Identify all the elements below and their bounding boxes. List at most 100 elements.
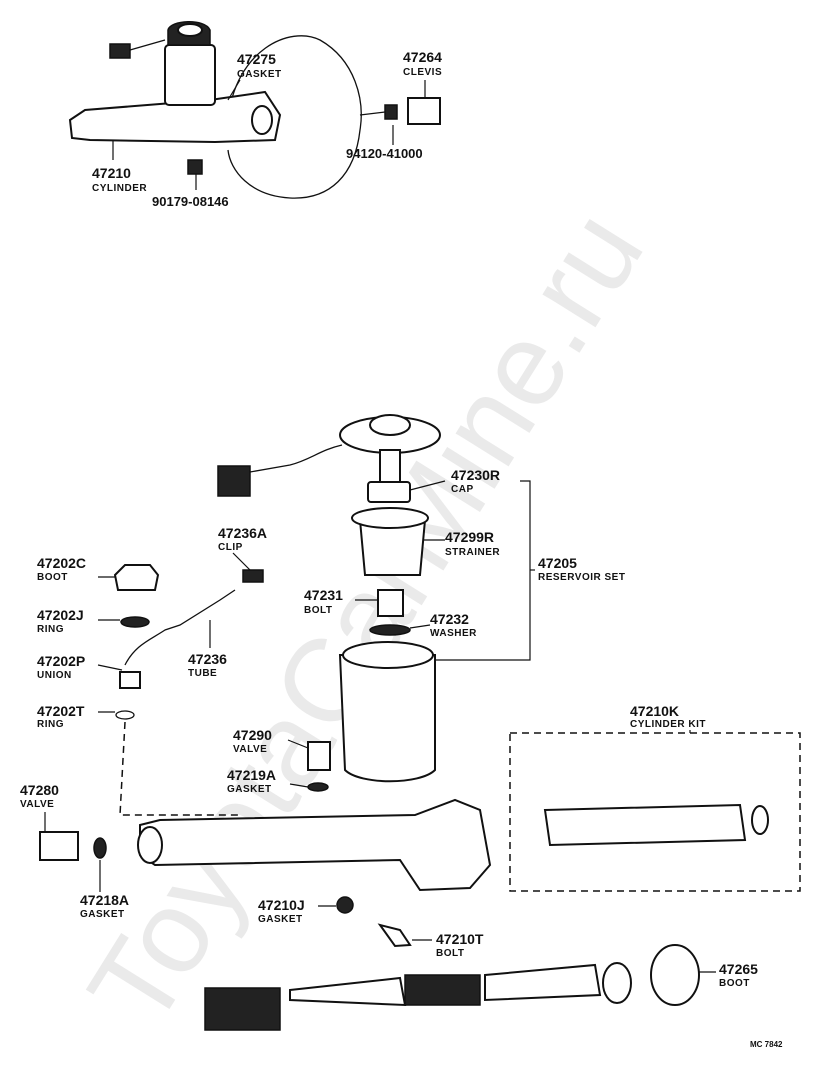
- label-47218A-name: GASKET: [80, 909, 125, 920]
- label-47275-name: GASKET: [237, 69, 282, 80]
- cap-body: [367, 481, 411, 503]
- bottom-assembly: 47230R CAP 47299R STRAINER 47205 RESERVO…: [20, 414, 801, 1031]
- label-47210-num: 47210: [92, 165, 131, 181]
- cylinder-kit-box: [509, 732, 801, 892]
- valve-280-shape: [39, 831, 79, 861]
- label-47232-name: WASHER: [430, 628, 477, 639]
- ring-j-shape: [120, 616, 150, 628]
- valve-290-shape: [307, 741, 331, 771]
- reservoir-washer: [369, 624, 411, 636]
- label-47230R-num: 47230R: [451, 467, 500, 483]
- label-47236-name: TUBE: [188, 668, 217, 679]
- label-47236-num: 47236: [188, 651, 227, 667]
- top-connector: [109, 43, 131, 59]
- label-47232-num: 47232: [430, 611, 469, 627]
- strainer-rim: [351, 507, 429, 529]
- label-47210J-name: GASKET: [258, 914, 303, 925]
- label-47280-name: VALVE: [20, 799, 54, 810]
- label-47219A-name: GASKET: [227, 784, 272, 795]
- union-shape: [119, 671, 141, 689]
- label-47280-num: 47280: [20, 782, 59, 798]
- leader-washer: [409, 624, 431, 629]
- label-47202T-num: 47202T: [37, 703, 85, 719]
- label-47265-name: BOOT: [719, 978, 750, 989]
- label-47210K-name: CYLINDER KIT: [630, 719, 706, 730]
- top-cylinder-body: [68, 90, 282, 144]
- booster-outline: [227, 35, 362, 199]
- label-47210-name: CYLINDER: [92, 183, 147, 194]
- label-47230R-name: CAP: [451, 484, 474, 495]
- reservoir-top: [342, 641, 434, 669]
- label-47264-num: 47264: [403, 49, 442, 65]
- label-47219A-num: 47219A: [227, 767, 276, 783]
- label-47202J-name: RING: [37, 624, 64, 635]
- label-47210T-name: BOLT: [436, 948, 464, 959]
- spring-left: [204, 987, 281, 1031]
- bolt-210t-shape: [377, 923, 412, 948]
- top-reservoir: [164, 44, 216, 106]
- label-47202C-num: 47202C: [37, 555, 86, 571]
- label-47205-num: 47205: [538, 555, 577, 571]
- diagram-code: MC 7842: [750, 1040, 783, 1049]
- label-47236A-name: CLIP: [218, 542, 243, 553]
- clip-shape: [242, 569, 264, 583]
- kit-ring: [751, 805, 769, 835]
- top-flange-hole: [251, 105, 273, 135]
- label-94120: 94120-41000: [346, 146, 423, 161]
- label-47218A-num: 47218A: [80, 892, 129, 908]
- cap-stem: [379, 449, 401, 486]
- label-47210T-num: 47210T: [436, 931, 484, 947]
- cap-connector: [217, 465, 251, 497]
- label-47275-num: 47275: [237, 51, 276, 67]
- boot-265-shape: [650, 944, 700, 1006]
- kit-piston-assembly: [543, 803, 747, 847]
- leader-valve-290: [287, 739, 309, 749]
- top-wire: [129, 39, 166, 51]
- top-nut: [187, 159, 203, 175]
- pushrod: [359, 111, 386, 116]
- label-90179: 90179-08146: [152, 194, 229, 209]
- ring-t-shape: [115, 710, 135, 720]
- label-47299R-num: 47299R: [445, 529, 494, 545]
- gasket-219-shape: [307, 782, 329, 792]
- top-assembly: 47275 GASKET 47264 CLEVIS 47210 CYLINDER…: [68, 21, 442, 209]
- reservoir-bolt: [377, 589, 404, 617]
- tube-shape: [124, 589, 236, 666]
- leader-cap: [409, 480, 446, 491]
- piston-rear: [484, 963, 602, 1002]
- reservoir-cap-knob: [369, 414, 411, 436]
- top-clevis: [407, 97, 441, 125]
- label-47264-name: CLEVIS: [403, 67, 442, 78]
- leader-gasket-219: [289, 783, 309, 788]
- gasket-218-shape: [93, 837, 107, 859]
- top-clevis-nut: [384, 104, 398, 120]
- gasket-210j-shape: [336, 896, 354, 914]
- label-47202J-num: 47202J: [37, 607, 84, 623]
- label-47202P-name: UNION: [37, 670, 72, 681]
- boot-c-shape: [113, 564, 160, 591]
- label-47236A-num: 47236A: [218, 525, 267, 541]
- spring-mid: [404, 974, 481, 1006]
- label-47290-num: 47290: [233, 727, 272, 743]
- piston-rod: [289, 976, 407, 1007]
- label-47202C-name: BOOT: [37, 572, 68, 583]
- dashed-ring-line: [119, 721, 240, 816]
- leader-union: [97, 664, 123, 671]
- leader-clip: [232, 552, 251, 571]
- label-47210J-num: 47210J: [258, 897, 305, 913]
- reservoir-body: [338, 654, 436, 783]
- cap-wire: [249, 444, 343, 473]
- label-47265-num: 47265: [719, 961, 758, 977]
- label-47231-name: BOLT: [304, 605, 332, 616]
- label-47231-num: 47231: [304, 587, 343, 603]
- cylinder-end: [137, 826, 163, 864]
- seal-ring: [602, 962, 632, 1004]
- label-47210K-num: 47210K: [630, 703, 679, 719]
- label-47205-name: RESERVOIR SET: [538, 572, 625, 583]
- label-47202P-num: 47202P: [37, 653, 85, 669]
- watermark: ToyotaCarMine.ru: [63, 189, 668, 1049]
- label-47299R-name: STRAINER: [445, 547, 500, 558]
- top-cap-knob: [177, 23, 203, 37]
